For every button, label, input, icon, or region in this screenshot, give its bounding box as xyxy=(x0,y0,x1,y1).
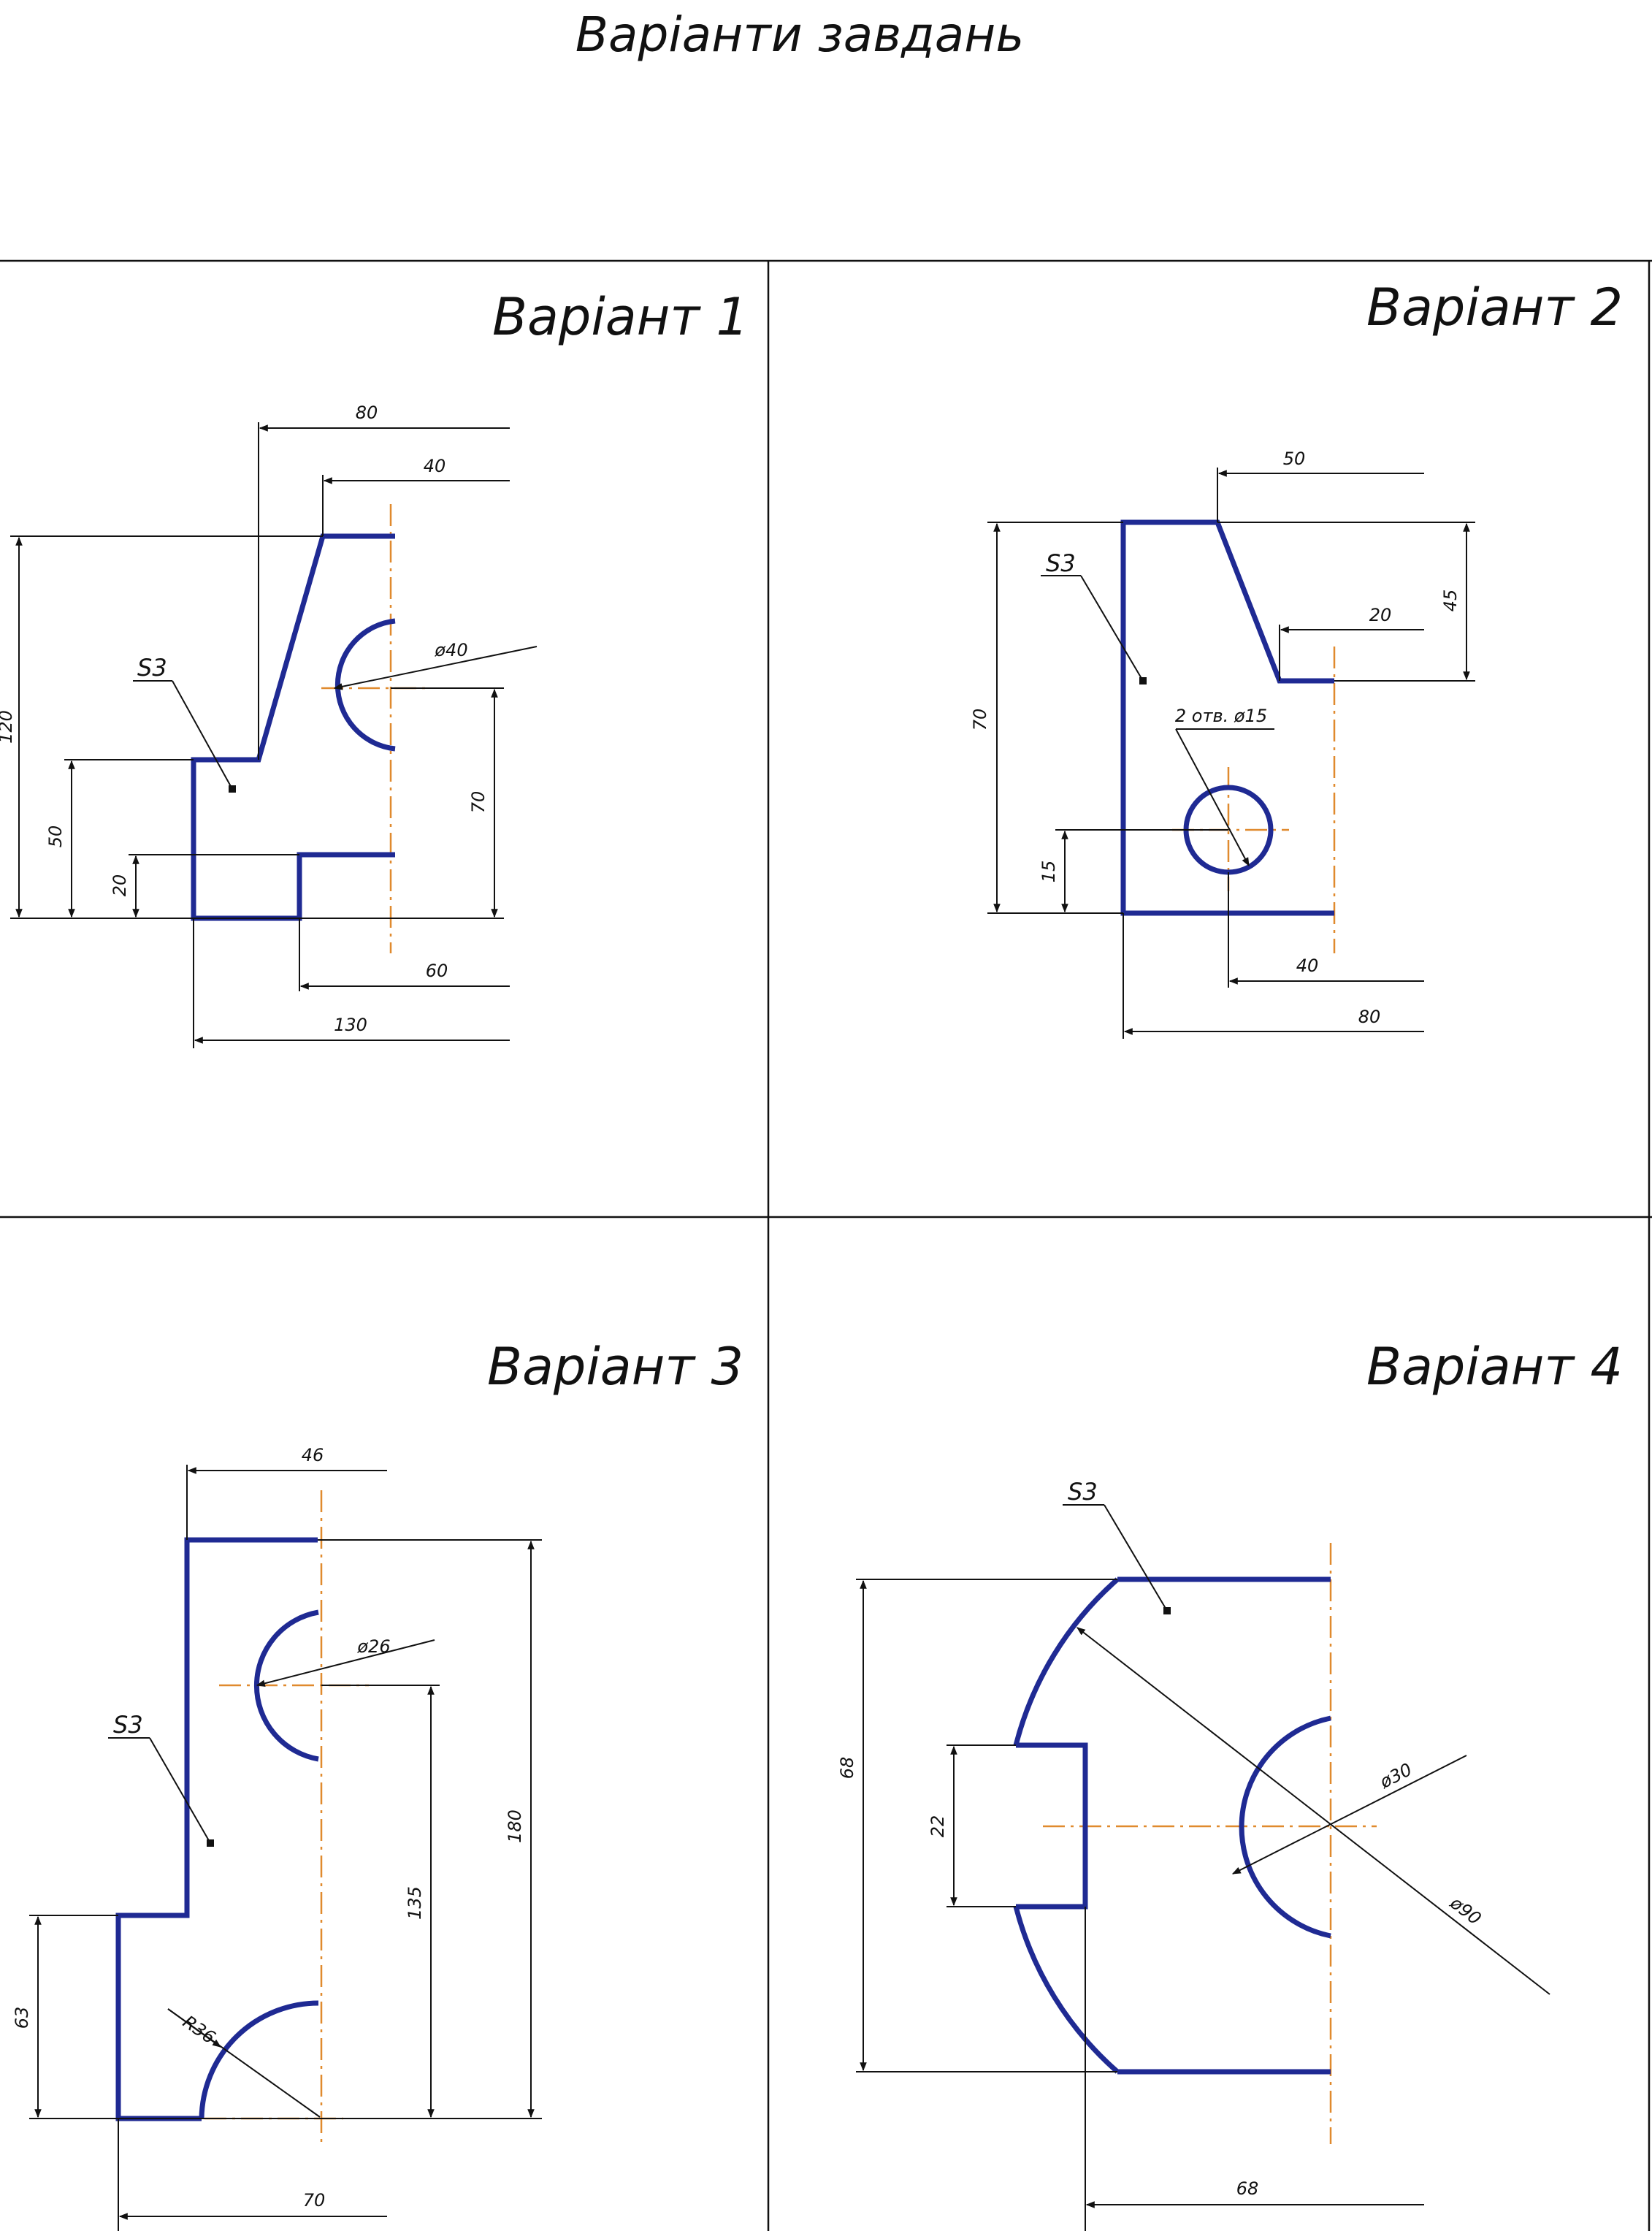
variant-2-section-label: S3 xyxy=(1046,549,1076,577)
variant-2-dim-70: 70 xyxy=(970,709,990,731)
variant-1-title: Варіант 1 xyxy=(492,287,749,347)
frame-grid xyxy=(0,259,1652,2231)
variant-4-dim-d30: ø30 xyxy=(1376,1759,1415,1793)
variant-2-title: Варіант 2 xyxy=(1366,278,1623,337)
variant-1-section-leader: S3 xyxy=(133,654,236,793)
variant-4: Варіант 4 68 22 ø30 xyxy=(837,1337,1623,2231)
variant-1-dim-60: 60 xyxy=(426,961,448,981)
variant-2-section-leader: S3 xyxy=(1041,549,1147,684)
variant-2-dim-50: 50 xyxy=(1283,449,1306,469)
variant-3-section-leader: S3 xyxy=(108,1711,214,1847)
page-title: Варіанти завдань xyxy=(575,7,1024,63)
variant-2-dim-20: 20 xyxy=(1369,605,1392,625)
variant-1: Варіант 1 80 40 120 50 xyxy=(0,287,749,1048)
variant-4-section-label: S3 xyxy=(1068,1478,1098,1506)
variant-3-dimensions: 46 ø26 180 135 63 R36 70 xyxy=(12,1445,542,2231)
variant-4-dimensions: 68 22 ø30 ø90 68 xyxy=(837,1579,1550,2231)
variant-3-dim-135: 135 xyxy=(405,1886,425,1920)
variant-2-dim-45: 45 xyxy=(1440,590,1461,612)
variant-1-center-lines xyxy=(321,504,431,953)
variant-4-dim-22: 22 xyxy=(928,1815,948,1838)
variant-4-dim-68-horizontal: 68 xyxy=(1236,2178,1259,2199)
variant-2-dim-40: 40 xyxy=(1296,956,1319,976)
variant-3-dim-180: 180 xyxy=(505,1809,525,1843)
variant-1-dim-70: 70 xyxy=(468,791,489,814)
variant-2-dim-80: 80 xyxy=(1358,1007,1381,1027)
variant-1-dim-d40: ø40 xyxy=(434,640,467,660)
variant-3-section-label: S3 xyxy=(113,1711,143,1739)
variant-3-title: Варіант 3 xyxy=(487,1337,743,1397)
variant-1-dim-50: 50 xyxy=(45,825,66,848)
variant-1-dim-130: 130 xyxy=(334,1015,367,1035)
variant-1-outline xyxy=(191,533,396,921)
variant-4-title: Варіант 4 xyxy=(1366,1337,1623,1397)
variant-1-dim-20: 20 xyxy=(110,874,130,897)
variant-4-dim-d90: ø90 xyxy=(1446,1892,1485,1929)
variant-3-dim-46: 46 xyxy=(302,1445,324,1465)
variant-1-dimensions: 80 40 120 50 20 ø40 70 xyxy=(0,403,538,1048)
variant-2-dim-holes: 2 отв. ø15 xyxy=(1175,706,1267,726)
variant-1-section-label: S3 xyxy=(137,654,167,682)
variant-3-dim-70: 70 xyxy=(303,2190,326,2211)
variant-1-dim-40: 40 xyxy=(424,456,446,476)
variant-2: Варіант 2 50 20 45 xyxy=(970,278,1623,1039)
variant-2-dim-15: 15 xyxy=(1039,861,1059,883)
variant-4-section-leader: S3 xyxy=(1063,1478,1171,1614)
variant-3: Варіант 3 46 ø26 180 135 xyxy=(12,1337,743,2231)
variant-3-dim-63: 63 xyxy=(12,2007,32,2029)
variant-4-center-lines xyxy=(1043,1543,1377,2144)
variant-3-dim-r36: R36 xyxy=(179,2011,219,2048)
variant-1-dim-80: 80 xyxy=(356,403,378,423)
variant-4-dim-68-vertical: 68 xyxy=(837,1757,857,1780)
variant-2-dimensions: 50 20 45 70 2 отв. ø15 15 xyxy=(970,449,1475,1039)
variant-1-dim-120: 120 xyxy=(0,710,16,744)
variant-4-outline xyxy=(1013,1576,1331,2075)
variant-3-dim-d26: ø26 xyxy=(356,1636,390,1657)
